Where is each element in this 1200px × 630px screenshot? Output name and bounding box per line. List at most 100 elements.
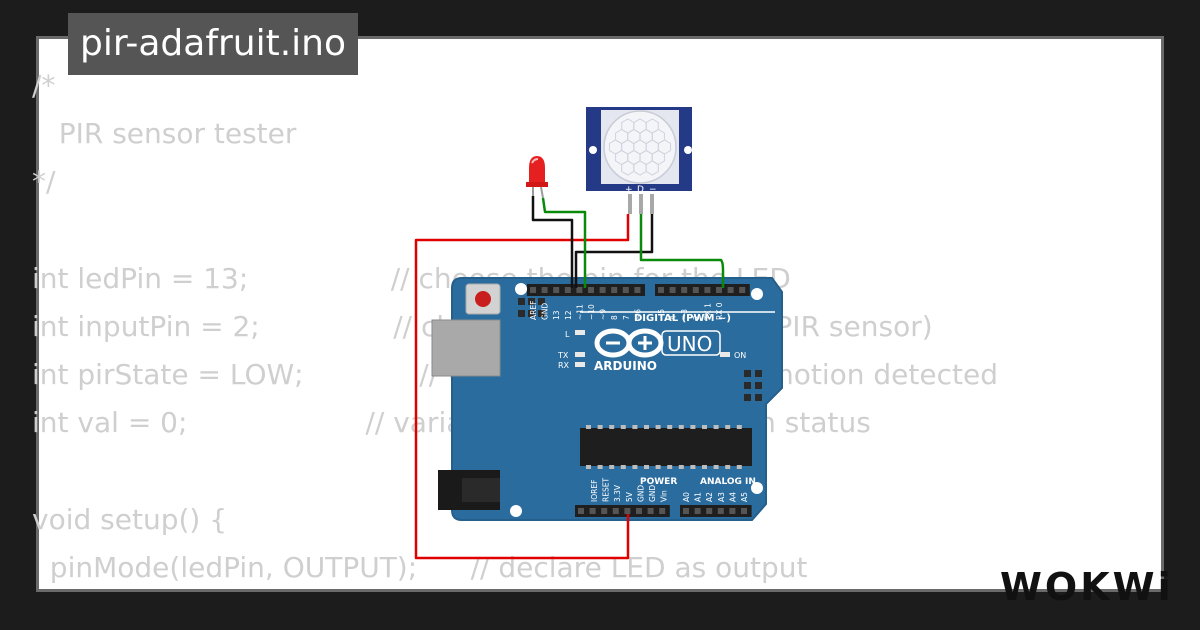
pin-label: AREF xyxy=(529,301,538,320)
pir-lens xyxy=(603,110,677,184)
header-pin[interactable] xyxy=(694,508,701,514)
chip-pin xyxy=(620,465,626,469)
chip-pin xyxy=(713,465,719,469)
mounting-hole xyxy=(751,288,763,300)
pin-label: RX 0 xyxy=(715,302,724,320)
header-pin[interactable] xyxy=(658,287,664,293)
header-pin[interactable] xyxy=(659,508,666,514)
atmega-chip xyxy=(580,425,752,469)
chip-pin xyxy=(736,425,742,429)
wokwi-logo-text: WOKWi xyxy=(1000,565,1174,609)
chip-pin xyxy=(655,425,661,429)
digital-header-left xyxy=(527,284,645,296)
pin-label: A2 xyxy=(705,492,714,502)
pin-label: ~11 xyxy=(575,304,584,320)
pin-label: 5V xyxy=(625,491,634,502)
header-pin[interactable] xyxy=(601,508,608,514)
pin-label: 12 xyxy=(564,310,573,320)
pin-label: IOREF xyxy=(590,480,599,502)
pin-label: 7 xyxy=(622,315,631,320)
header-pin[interactable] xyxy=(741,508,747,514)
chip-pin xyxy=(609,465,615,469)
digital-header-right xyxy=(655,284,750,296)
header-pin[interactable] xyxy=(706,508,713,514)
pin-label: A5 xyxy=(740,492,749,502)
analog-header xyxy=(680,505,752,517)
power-label: POWER xyxy=(640,477,677,487)
pir-motion-sensor[interactable]: + D − xyxy=(583,104,695,214)
chip-pin xyxy=(655,465,661,469)
chip-pin xyxy=(736,465,742,469)
pir-pin-label-vcc: + xyxy=(625,185,633,195)
header-pin[interactable] xyxy=(553,287,560,293)
header-pin[interactable] xyxy=(716,287,722,293)
header-pin[interactable] xyxy=(612,508,619,514)
header-pin[interactable] xyxy=(588,287,594,293)
chip-pin xyxy=(702,465,707,469)
red-led[interactable] xyxy=(526,156,548,199)
chip-pin xyxy=(644,425,649,429)
header-pin[interactable] xyxy=(704,287,711,293)
project-title: pir-adafruit.ino xyxy=(68,13,359,75)
header-pin[interactable] xyxy=(681,287,688,293)
wokwi-logo: WOKWi xyxy=(1000,565,1174,609)
pin-label: A0 xyxy=(682,492,691,502)
usb-connector xyxy=(431,319,501,377)
lens-cell xyxy=(645,160,659,176)
wire-5v-to-pir-vcc xyxy=(414,214,630,560)
svg-text:ON: ON xyxy=(734,351,746,360)
pin-label: A4 xyxy=(728,492,737,502)
wire-gnd-to-pir-gnd xyxy=(574,214,654,288)
code-line: PIR sensor tester xyxy=(32,117,297,151)
header-pin[interactable] xyxy=(611,287,618,293)
header-pin[interactable] xyxy=(624,508,631,514)
header-pin[interactable] xyxy=(636,508,642,514)
code-line: /* xyxy=(32,69,56,102)
header-pin[interactable] xyxy=(578,508,584,514)
header-pin[interactable] xyxy=(564,287,571,293)
header-pin[interactable] xyxy=(634,287,641,293)
header-pin[interactable] xyxy=(692,287,699,293)
header-pin[interactable] xyxy=(647,508,654,514)
mounting-hole xyxy=(751,482,763,494)
pin-label: Vin xyxy=(660,490,669,502)
pin-label: GND xyxy=(648,485,657,502)
pin-label: GND xyxy=(541,303,550,320)
header-pin[interactable] xyxy=(576,287,583,293)
wire-pin13-to-led xyxy=(541,197,587,288)
chip-pin xyxy=(713,425,719,429)
digital-label: DIGITAL (PWM ~) xyxy=(634,313,731,324)
header-pin[interactable] xyxy=(669,287,676,293)
uno-text: UNO xyxy=(667,332,712,356)
chip-pin xyxy=(597,425,603,429)
pir-pin-label-gnd: − xyxy=(649,185,657,195)
header-pin[interactable] xyxy=(717,508,724,514)
header-pin[interactable] xyxy=(739,287,746,293)
header-pin[interactable] xyxy=(530,287,536,293)
header-pin[interactable] xyxy=(599,287,606,293)
chip-pin xyxy=(586,425,591,429)
header-pin[interactable] xyxy=(541,287,548,293)
pin-label: 3.3V xyxy=(613,484,622,502)
analog-label: ANALOG IN xyxy=(700,477,756,487)
pin-label: 2 xyxy=(692,315,701,320)
header-pin[interactable] xyxy=(729,508,736,514)
power-header xyxy=(575,505,670,517)
pin-label: 8 xyxy=(610,315,619,320)
pin-label: A3 xyxy=(717,492,726,502)
header-pin[interactable] xyxy=(589,508,596,514)
pin-label: ~6 xyxy=(633,309,642,320)
code-line: */ xyxy=(32,165,56,199)
header-pin[interactable] xyxy=(727,287,734,293)
header-pin[interactable] xyxy=(622,287,629,293)
header-strip xyxy=(575,505,670,517)
pin-label: A1 xyxy=(694,492,703,502)
header-pin[interactable] xyxy=(683,508,689,514)
pin-label: RESET xyxy=(602,478,611,502)
chip-pin xyxy=(644,465,649,469)
chip-pin xyxy=(725,425,731,429)
header-strip xyxy=(655,284,750,296)
